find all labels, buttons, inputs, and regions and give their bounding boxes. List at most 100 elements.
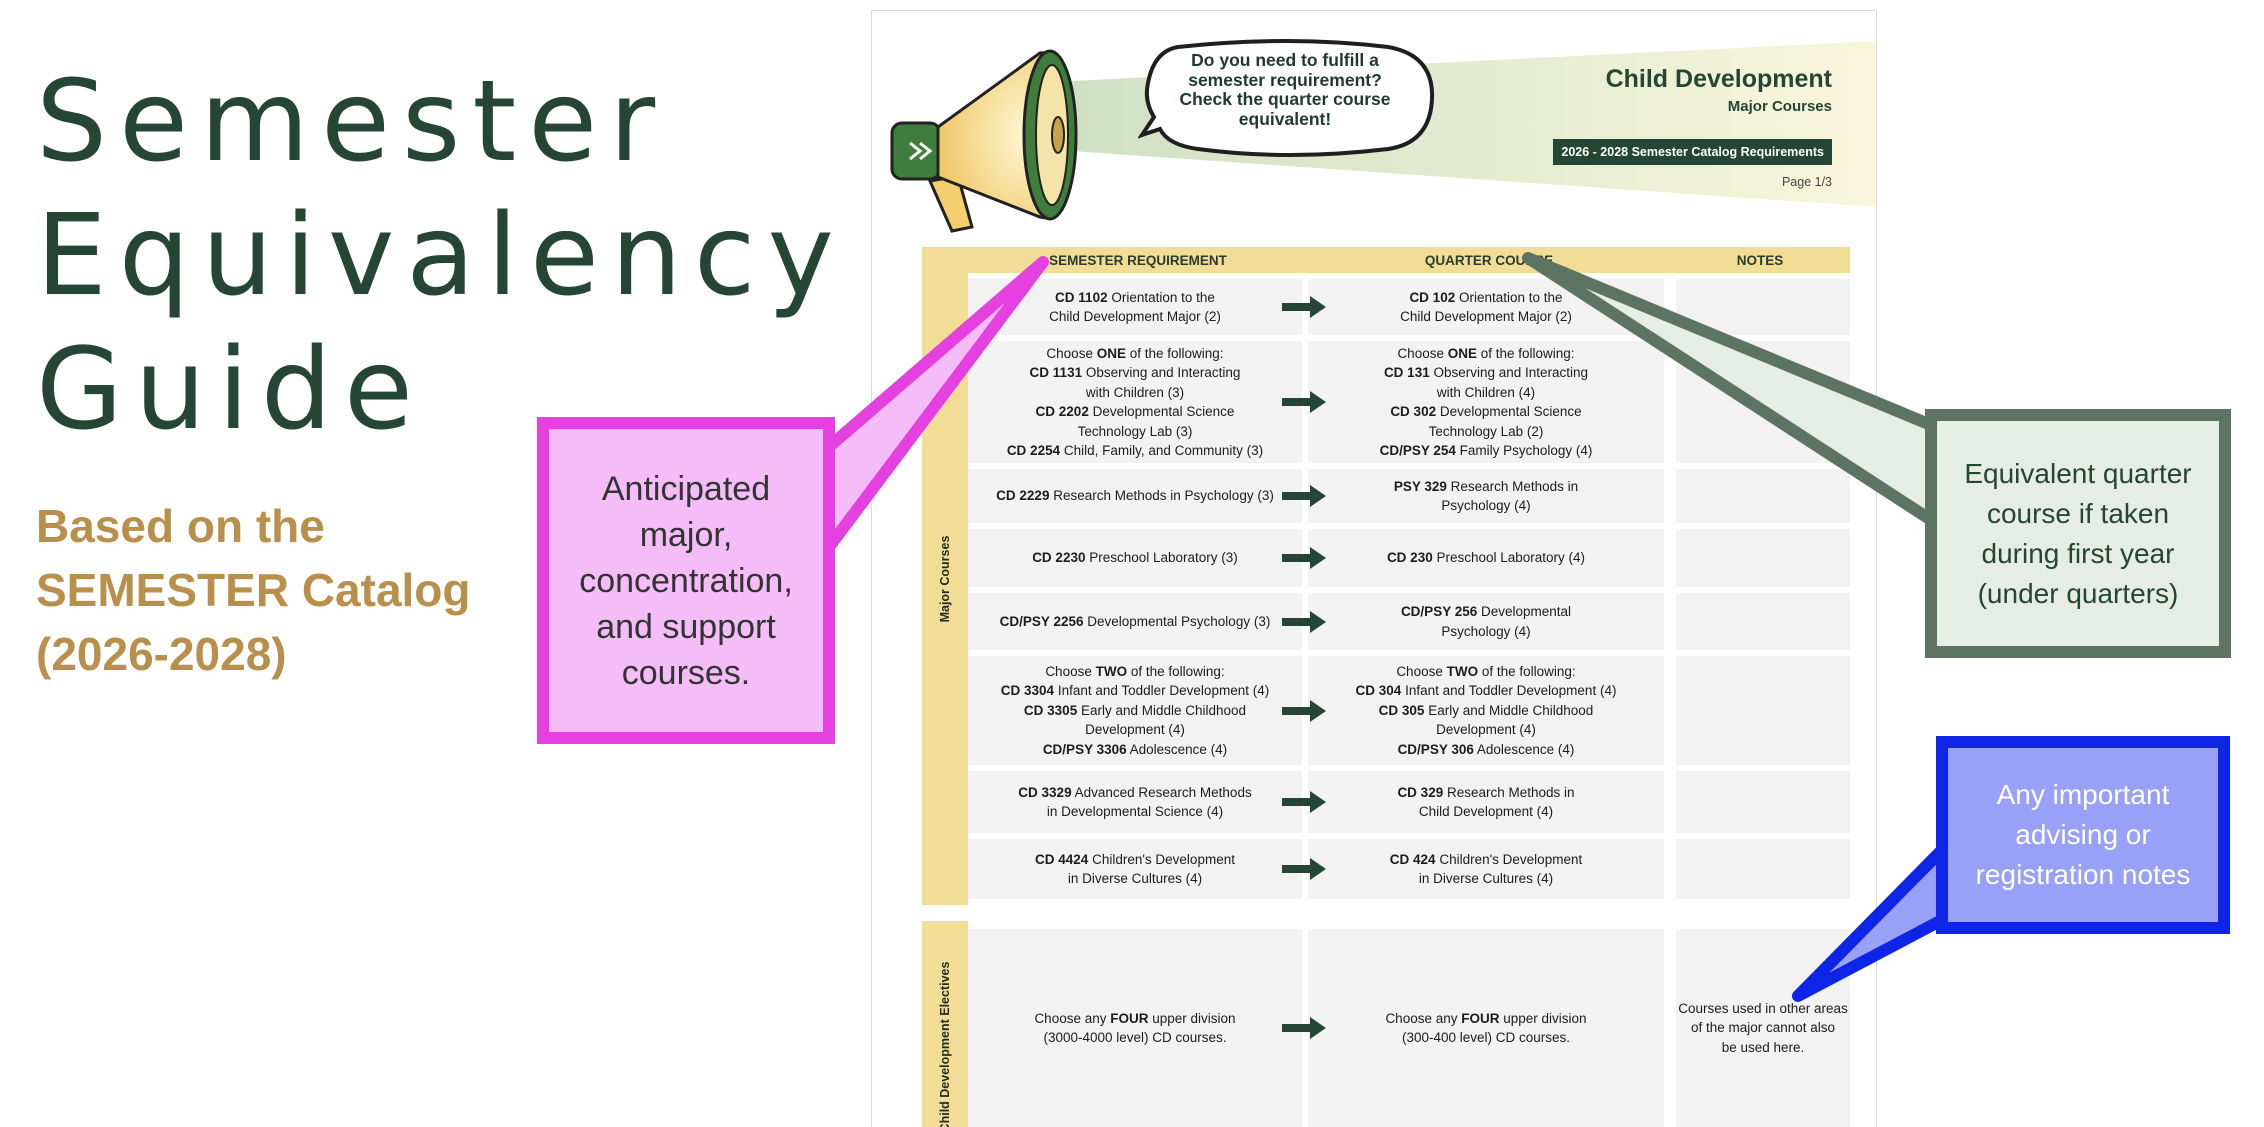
choose-count: ONE — [1447, 345, 1477, 361]
course-text: Choose any — [1034, 1010, 1111, 1026]
callout-line: concentration, — [579, 561, 793, 600]
callout-line: advising or — [2015, 819, 2151, 850]
speech-bubble-line: Do you need to fulfill a — [1191, 50, 1379, 70]
course-text: Psychology (4) — [1441, 623, 1531, 639]
course-text: with Children (3) — [1085, 384, 1185, 400]
course-line: Child Development Major (2) — [1049, 307, 1221, 327]
semester-cell: Choose TWO of the following:CD 3304 Infa… — [968, 656, 1302, 765]
guide-title-line: Equivalency — [36, 191, 846, 321]
course-line: Development (4) — [1356, 720, 1617, 740]
course-text: Infant and Toddler Development (4) — [1401, 683, 1617, 699]
course-code: CD 329 — [1397, 784, 1444, 800]
course-line: CD 102 Orientation to the — [1400, 288, 1572, 308]
semester-cell: Choose any FOUR upper division (3000-4000… — [968, 929, 1302, 1127]
course-line: CD 3305 Early and Middle Childhood — [1001, 701, 1269, 721]
course-line: Choose TWO of the following: — [1356, 662, 1617, 682]
notes-cell — [1676, 529, 1850, 587]
course-text: Adolescence (4) — [1126, 741, 1228, 757]
course-line: with Children (4) — [1380, 383, 1593, 403]
note-line: be used here. — [1721, 1039, 1805, 1055]
choose-text: upper division — [1499, 1010, 1587, 1026]
course-line: Child Development Major (2) — [1400, 307, 1572, 327]
course-text: Choose — [1046, 345, 1097, 361]
course-code: CD 2202 — [1035, 404, 1089, 419]
choose-count: FOUR — [1110, 1010, 1149, 1026]
notes-cell — [1676, 341, 1850, 463]
course-text: Early and Middle Childhood — [1424, 702, 1594, 718]
course-text: Children's Development — [1088, 851, 1235, 867]
course-code: CD 3329 — [1018, 784, 1072, 800]
semester-text: CD 3329 Advanced Research Methods in Deve… — [1018, 783, 1251, 822]
course-code: CD 131 — [1383, 365, 1430, 380]
course-line: Choose ONE of the following: — [1007, 344, 1263, 364]
arrow-right-icon — [1282, 1017, 1326, 1039]
course-text: in Developmental Science (4) — [1046, 804, 1224, 819]
course-line: Psychology (4) — [1401, 622, 1571, 642]
semester-cell: CD 2229 Research Methods in Psychology (… — [968, 469, 1302, 523]
course-line: CD/PSY 256 Developmental — [1401, 602, 1571, 622]
quarter-text: Choose any FOUR upper division(300-400 l… — [1385, 1009, 1586, 1048]
semester-cell: CD/PSY 2256 Developmental Psychology (3) — [968, 593, 1302, 650]
quarter-text: Choose ONE of the following:CD 131 Obser… — [1380, 344, 1593, 461]
quarter-text: CD 230 Preschool Laboratory (4) — [1387, 548, 1585, 568]
course-line: CD 1131 Observing and Interacting — [1007, 363, 1263, 383]
course-line: in Diverse Cultures (4) — [1390, 869, 1582, 889]
semester-cell: CD 2230 Preschool Laboratory (3) — [968, 529, 1302, 587]
course-text: Research Methods in — [1443, 784, 1575, 800]
note-line: Courses used in other areas — [1678, 1000, 1848, 1016]
course-text: Developmental Science — [1436, 404, 1582, 419]
course-text: Child Development Major (2) — [1400, 309, 1572, 324]
course-text: in Diverse Cultures (4) — [1418, 871, 1554, 886]
course-line: Choose ONE of the following: — [1380, 344, 1593, 364]
course-line: Technology Lab (2) — [1380, 422, 1593, 442]
course-text: Orientation to the — [1455, 289, 1563, 305]
choose-text: upper division — [1148, 1010, 1236, 1026]
course-code: CD 2254 — [1006, 443, 1061, 458]
section-label-electives: Child Development Electives — [938, 961, 952, 1127]
course-text: Choose any — [1385, 1010, 1462, 1026]
course-text: Child Development (4) — [1418, 804, 1554, 819]
course-text: (3000-4000 level) CD courses. — [1043, 1030, 1227, 1045]
callout-line: (under quarters) — [1977, 577, 2179, 609]
callout-line: Any important — [1996, 779, 2170, 810]
column-header-notes: NOTES — [1670, 247, 1850, 273]
course-code: PSY 329 — [1393, 478, 1447, 494]
course-text: Developmental Psychology (3) — [1083, 613, 1271, 629]
course-line: CD 329 Research Methods in — [1397, 783, 1574, 803]
quarter-cell: Choose any FOUR upper division(300-400 l… — [1308, 929, 1664, 1127]
course-line: CD 305 Early and Middle Childhood — [1356, 701, 1617, 721]
semester-cell: CD 3329 Advanced Research Methods in Deve… — [968, 771, 1302, 833]
choose-text: of the following: — [1127, 663, 1225, 679]
course-text: Technology Lab (2) — [1428, 423, 1544, 439]
course-line: CD 2254 Child, Family, and Community (3) — [1007, 441, 1263, 461]
course-text: Adolescence (4) — [1473, 741, 1575, 757]
course-code: CD 3305 — [1023, 702, 1078, 718]
speech-bubble-line: equivalent! — [1238, 108, 1332, 129]
arrow-right-icon — [1282, 485, 1326, 507]
course-code: CD/PSY 306 — [1397, 741, 1474, 757]
catalog-badge: 2026 - 2028 Semester Catalog Requirement… — [1553, 139, 1832, 165]
guide-subtitle-line: SEMESTER Catalog — [36, 564, 471, 616]
notes-cell — [1676, 839, 1850, 899]
callout-quarter-equivalent: Equivalent quarter course if taken durin… — [1925, 409, 2231, 658]
course-line: Technology Lab (3) — [1007, 422, 1263, 442]
arrow-right-icon — [1282, 547, 1326, 569]
course-text: Advanced Research Methods — [1071, 784, 1252, 800]
quarter-text: Choose TWO of the following:CD 304 Infan… — [1356, 662, 1617, 760]
course-code: CD 302 — [1390, 404, 1437, 419]
speech-bubble — [1138, 39, 1435, 157]
course-text: Choose — [1045, 663, 1096, 679]
choose-count: ONE — [1096, 345, 1126, 361]
page-number: Page 1/3 — [1781, 175, 1832, 189]
course-text: Observing and Interacting — [1082, 365, 1241, 380]
course-code: CD 4424 — [1035, 851, 1089, 867]
